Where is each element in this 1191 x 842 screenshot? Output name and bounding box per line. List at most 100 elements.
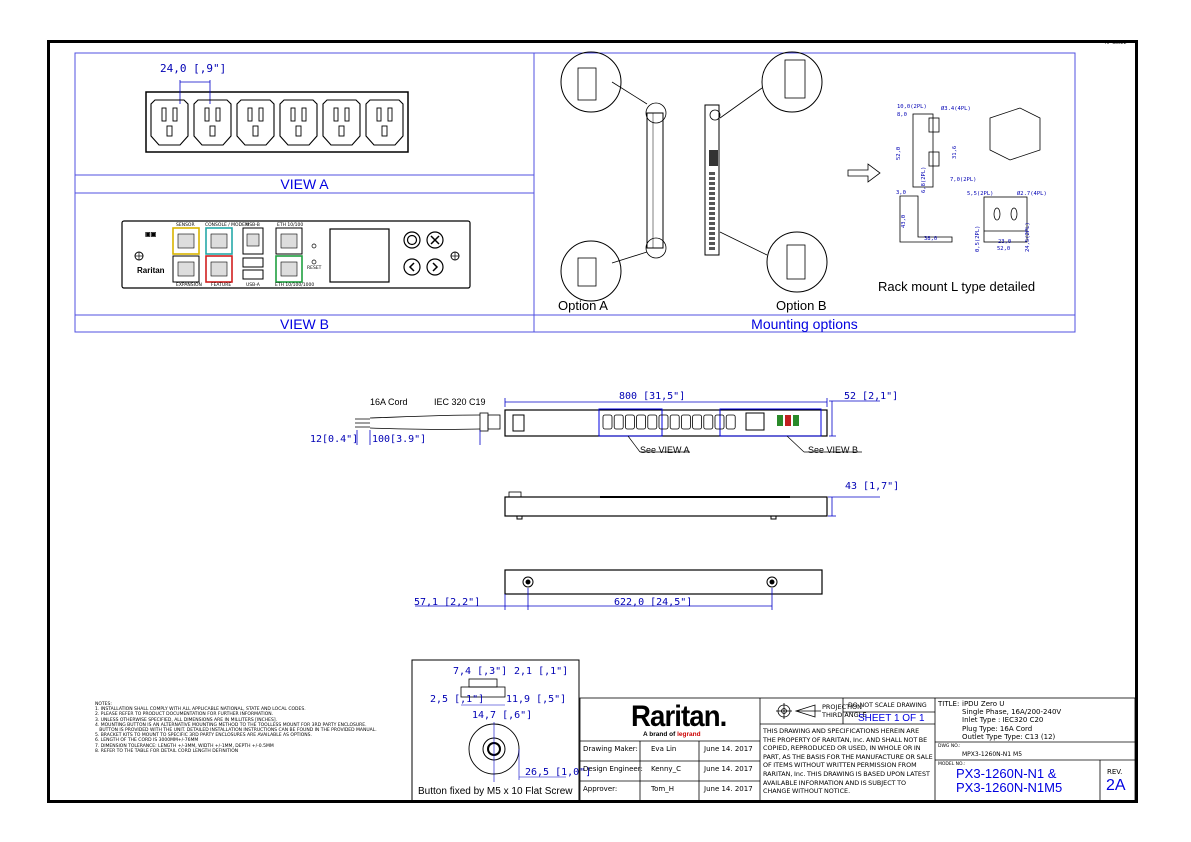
title-line: Outlet Type Type: C13 (12) — [962, 732, 1056, 741]
drawing-frame — [47, 40, 1138, 803]
bracket-dimension: 23,0 — [998, 239, 1012, 245]
mounting-option-b-drawing — [704, 51, 828, 293]
approval-name: Eva Lin — [651, 745, 677, 753]
vertical-outlet-icon — [709, 192, 715, 195]
side-outlet-icon — [636, 414, 646, 430]
vertical-outlet-icon — [709, 187, 715, 190]
bracket-dimension: 10,0(2PL) — [897, 104, 927, 110]
port-label-eth: ETH 10/100 — [277, 223, 304, 228]
note-item: 6. LENGTH OF THE CORD IS 3000MM+/-76MM — [95, 738, 199, 744]
see-view-a-callout: See VIEW A — [640, 445, 690, 455]
button-dim-diameter: 26,5 [1,0"] — [525, 767, 592, 778]
side-outlet-icon — [669, 414, 680, 430]
outlet-strip-view-a — [145, 80, 409, 153]
model-label: MODEL NO.: — [938, 762, 966, 767]
legal-notice: THIS DRAWING AND SPECIFICATIONS HEREIN A… — [763, 727, 933, 796]
see-view-b-callout: See VIEW B — [808, 445, 859, 455]
rack-mount-label: Rack mount L type detailed — [878, 279, 1036, 294]
outlet-contact-icon — [333, 107, 339, 122]
strip-dimension-long: 100[3.9"] — [372, 434, 427, 445]
button-detail-drawing — [411, 659, 580, 803]
approval-name: Kenny_C — [651, 765, 681, 773]
bracket-dimension: Ø2.7(4PL) — [1017, 191, 1047, 197]
outlet-contact-icon — [252, 125, 259, 137]
note-item: 7. DIMENSION TOLERANCE: LENGTH +/-3MM, W… — [95, 743, 274, 749]
outlet-contact-icon — [204, 107, 210, 122]
legrand-tagline: A brand of legrand — [643, 731, 701, 738]
mounting-options-title: Mounting options — [751, 316, 858, 332]
pdu-side-view — [504, 398, 880, 453]
note-item: 2. PLEASE REFER TO PRODUCT DOCUMENTATION… — [95, 712, 274, 718]
side-outlet-icon — [625, 414, 635, 430]
note-item: 3. UNLESS OTHERWISE SPECIFIED, ALL DIMEN… — [95, 717, 278, 723]
title-line: Plug Type: 16A Cord — [962, 724, 1033, 733]
side-outlet-icon — [714, 414, 725, 430]
outlet-contact-icon — [247, 107, 253, 122]
length-dimension: 800 [31,5"] — [619, 391, 686, 402]
bracket-dimension: 7,0(2PL) — [950, 177, 977, 183]
note-item: 1. INSTALLATION SHALL COMPLY WITH ALL AP… — [95, 707, 306, 713]
sheet-number: SHEET 1 OF 1 — [858, 713, 925, 724]
port-label-feature: FEATURE — [211, 283, 232, 288]
pdu-top-view — [504, 491, 880, 520]
outlet-c13-icon — [322, 99, 361, 146]
notes-heading: NOTES: — [95, 702, 112, 707]
vertical-outlet-icon — [709, 242, 715, 245]
outlet-contact-icon — [166, 125, 173, 137]
dwg-number: MPX3-1260N-N1 M5 — [962, 751, 1023, 758]
side-outlet-icon — [647, 414, 658, 430]
button-dim-head: 14,7 [,6"] — [472, 710, 533, 721]
vertical-outlet-icon — [709, 182, 715, 185]
vertical-outlet-icon — [709, 247, 715, 250]
vertical-outlet-icon — [709, 207, 715, 210]
bracket-dimension: 31,6 — [952, 145, 958, 159]
outlet-contact-icon — [295, 125, 302, 137]
pdu-icon: ▣▣ — [145, 232, 157, 238]
approval-role: Design Engineer: — [583, 765, 643, 773]
outlet-contact-icon — [387, 107, 393, 122]
option-b-label: Option B — [776, 298, 827, 313]
vertical-outlet-icon — [709, 197, 715, 200]
side-outlet-icon — [602, 414, 613, 430]
note-item: 8. REFER TO THE TABLE FOR DETAIL CORD LE… — [95, 748, 239, 754]
mount-offset-dimension: 57,1 [2,2"] — [414, 597, 481, 608]
outlet-contact-icon — [381, 125, 388, 137]
notes-list: 1. INSTALLATION SHALL COMPLY WITH ALL AP… — [95, 707, 395, 754]
side-outlet-icon — [681, 414, 691, 430]
side-outlet-icon — [692, 414, 702, 430]
port-label-eth-gigabit: ETH 10/100/1000 — [275, 283, 315, 288]
outlet-c13-icon — [150, 99, 189, 146]
approval-date: June 14. 2017 — [704, 745, 753, 753]
port-label-expansion: EXPANSION — [176, 283, 202, 288]
strip-dimension-short: 12[0.4"] — [310, 434, 359, 445]
vertical-outlet-icon — [709, 217, 715, 220]
port-label-usb-b: USB-B — [246, 223, 260, 228]
plug-label: IEC 320 C19 — [434, 397, 486, 407]
approval-date: June 14. 2017 — [704, 765, 753, 773]
bracket-dimension: 38,0 — [924, 236, 938, 242]
port-label-usb-a: USB-A — [246, 283, 260, 288]
bracket-dimension: 52,0 — [997, 246, 1011, 252]
vertical-outlet-icon — [709, 227, 715, 230]
title-line: Single Phase, 16A/200-240V — [962, 708, 1062, 717]
outlet-contact-icon — [161, 107, 167, 122]
notes: NOTES: 1. INSTALLATION SHALL COMPLY WITH… — [95, 702, 395, 754]
title-block-linework — [579, 697, 1136, 802]
pdu-back-view — [415, 569, 823, 610]
bracket-dimension: 5,5(2PL) — [967, 191, 994, 197]
vertical-outlet-icon — [709, 177, 715, 180]
rev-label: REV. — [1107, 768, 1123, 776]
view-b-title: VIEW B — [279, 316, 329, 332]
side-outlet-icon — [725, 414, 736, 430]
raritan-logo: Raritan. — [631, 700, 727, 733]
outlet-contact-icon — [344, 107, 350, 122]
title-label: TITLE: — [938, 700, 960, 708]
port-label-sensor: SENSOR — [176, 223, 195, 228]
mounting-option-a-drawing — [560, 51, 667, 302]
note-item: BUTTON IS PROVIDED WITH THE UNIT. DETAIL… — [95, 728, 377, 734]
button-dim-top-width: 7,4 [,3"] — [453, 666, 508, 677]
sheet-reference: AP-88022 — [1105, 41, 1127, 46]
outlet-c13-icon — [193, 99, 232, 146]
